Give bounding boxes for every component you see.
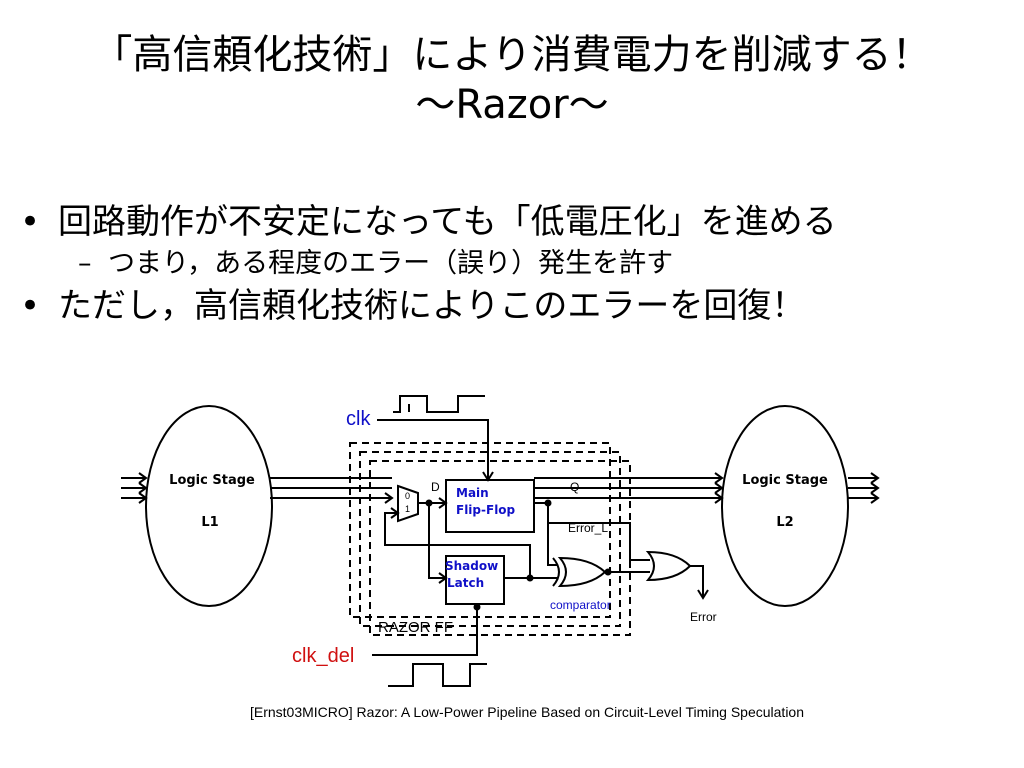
- sub-bullet-dash: –: [78, 248, 92, 279]
- main-ff-d-label: D: [431, 480, 440, 494]
- reference-citation: [Ernst03MICRO] Razor: A Low-Power Pipeli…: [249, 704, 805, 720]
- mux-input-1: 1: [405, 504, 410, 514]
- junction-dot: [425, 499, 433, 507]
- junction-dot: [473, 603, 481, 611]
- shadow-latch: [445, 555, 505, 605]
- logic-stage-l1: [145, 405, 273, 607]
- internal-wiring: [372, 419, 709, 656]
- bullet-dot: •: [20, 202, 41, 242]
- clk-del-waveform: [388, 663, 487, 687]
- sub-bullet-item: –つまり，ある程度のエラー（誤り）発生を許す: [78, 244, 1020, 284]
- error-l-label: Error_L: [568, 521, 608, 535]
- logic-stage-l1-name: Logic Stage: [169, 473, 255, 488]
- razor-ff-label: RAZOR FF: [378, 619, 453, 636]
- clk-label: clk: [346, 408, 371, 430]
- main-flip-flop: [445, 479, 535, 533]
- comparator-xor-gate: [552, 556, 607, 588]
- shadow-latch-label-2: Latch: [447, 576, 484, 590]
- bullet-text: 回路動作が不安定になっても「低電圧化」を進める: [58, 202, 837, 242]
- main-ff-q-label: Q: [570, 480, 579, 494]
- razor-ff-boundary: [349, 442, 631, 636]
- bullet-item: • ただし，高信頼化技術によりこのエラーを回復！: [20, 284, 1020, 328]
- clk-del-label: clk_del: [292, 645, 354, 667]
- logic-stage-l2: [721, 405, 849, 607]
- bullet-text: ただし，高信頼化技術によりこのエラーを回復！: [58, 286, 806, 326]
- razor-to-l2-wires: [534, 472, 724, 504]
- sub-bullet-text: つまり，ある程度のエラー（誤り）発生を許す: [108, 248, 674, 279]
- l2-output-arrows: [848, 472, 880, 504]
- multiplexer: [397, 484, 419, 523]
- main-ff-label-2: Flip-Flop: [456, 503, 516, 517]
- junction-dot: [544, 499, 552, 507]
- logic-stage-l2-id: L2: [776, 515, 793, 530]
- bullet-dot: •: [20, 286, 41, 326]
- clk-waveform: [393, 395, 485, 421]
- logic-stage-l1-id: L1: [201, 515, 218, 530]
- mux-input-0: 0: [405, 491, 410, 501]
- shadow-latch-label-1: Shadow: [445, 559, 498, 573]
- title-line-2: ～Razor～: [415, 82, 609, 128]
- comparator-label: comparator: [550, 598, 611, 612]
- junction-dot: [604, 568, 612, 576]
- slide-title: 「高信頼化技術」により消費電力を削減する！ ～Razor～: [0, 30, 1024, 130]
- or-gate: [645, 550, 692, 582]
- bullet-list: • 回路動作が不安定になっても「低電圧化」を進める –つまり，ある程度のエラー（誤…: [20, 200, 1020, 328]
- error-label: Error: [690, 610, 717, 624]
- l1-input-arrows: [121, 472, 148, 504]
- logic-stage-l2-name: Logic Stage: [742, 473, 828, 488]
- l1-to-razor-wires: [270, 477, 394, 504]
- bullet-item: • 回路動作が不安定になっても「低電圧化」を進める: [20, 200, 1020, 244]
- main-ff-label-1: Main: [456, 486, 489, 500]
- junction-dot: [526, 574, 534, 582]
- title-line-1: 「高信頼化技術」により消費電力を削減する！: [92, 32, 932, 78]
